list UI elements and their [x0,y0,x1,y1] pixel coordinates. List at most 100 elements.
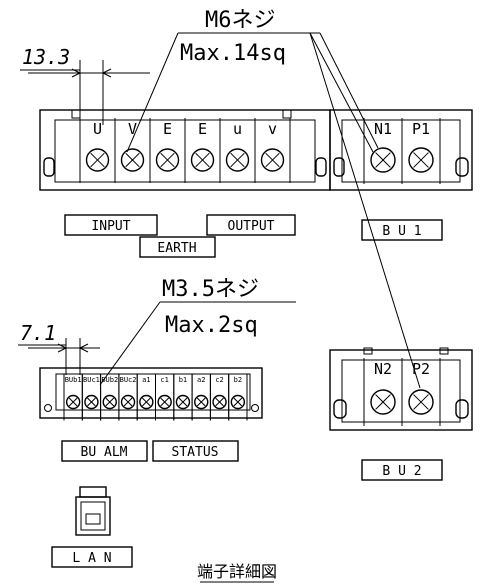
screw-icon [230,394,246,410]
leader-bu2 [309,32,421,389]
terminal-label: P1 [412,120,430,138]
bu-alm-label: BU ALM [81,445,128,460]
screw-icon [225,148,250,172]
signal-terminal: a1 [136,374,156,421]
bu1-label: B U 1 [382,224,421,239]
bu1-terminal: N1 [363,118,403,184]
terminal-label: b1 [179,376,187,384]
signal-wire-label: Max.2sq [165,313,258,338]
signal-pitch-dimension: 7.1 [18,321,100,375]
bu2-label: B U 2 [382,464,421,479]
bu2-box [361,459,443,481]
lan-box [51,546,133,568]
figure-caption: 端子詳細図 [197,562,277,581]
signal-block-body [39,367,263,419]
earth-label: EARTH [157,241,196,256]
terminal-label: a2 [197,376,205,384]
screw-icon [194,394,209,410]
leader-signal [99,301,161,386]
screw-icon [84,394,99,410]
signal-screw-callout: M3.5ネジ Max.2sq [99,277,296,386]
signal-terminal: BUb1 [63,374,83,421]
terminal-label: BUb2 [101,376,118,384]
main-terminal: E [184,118,221,183]
signal-terminal: b2 [228,374,248,421]
bu1-terminal: P1 [401,118,441,184]
lan-label: L A N [72,551,111,566]
main-screw-label: M6ネジ [205,8,276,33]
input-box [64,214,158,236]
terminal-label: c2 [215,376,223,384]
signal-terminal: b1 [173,374,193,421]
main-terminal: u [219,118,256,183]
output-label: OUTPUT [228,219,275,234]
main-terminal: E [149,118,186,183]
bu1-terminal-block: N1 P1 B U 1 [329,109,473,241]
main-wire-label: Max.14sq [180,41,286,66]
screw-icon [139,394,154,410]
screw-icon [260,148,285,172]
terminal-label: v [268,120,277,138]
terminal-label: BUb1 [65,376,82,384]
terminal-label: E [198,120,207,138]
signal-screw-label: M3.5ネジ [162,277,259,302]
main-terminal: V [114,118,151,183]
main-terminal: v [254,118,291,183]
screw-icon [408,147,434,173]
screw-icon [408,389,434,415]
terminal-label: c1 [160,376,168,384]
lan-port: L A N [51,486,133,568]
bu2-terminal: P2 [401,358,441,426]
terminal-label: P2 [412,360,430,378]
main-group-labels: INPUT EARTH OUTPUT [64,214,296,258]
signal-terminal: c2 [209,374,230,421]
lan-latch [79,486,107,498]
output-box [206,214,296,236]
screw-icon [190,148,215,172]
screw-icon [157,394,172,410]
screw-icon [370,389,396,415]
bu2-terminal-block: N2 P2 B U 2 [329,347,473,481]
bu1-box [361,219,443,241]
status-label: STATUS [172,445,219,460]
signal-terminal: c1 [155,374,175,421]
screw-icon [155,148,180,172]
leader-bu1 [309,32,374,153]
signal-terminal: a2 [191,374,211,421]
screw-icon [120,394,136,410]
terminal-label: N1 [374,120,392,138]
leader-main [126,32,179,153]
terminal-label: V [128,120,137,138]
main-terminal: U [79,118,116,183]
terminal-label: a1 [142,376,150,384]
main-screw-callout: M6ネジ Max.14sq [126,8,421,389]
terminal-label: E [163,120,172,138]
signal-terminal: BUc1 [81,374,102,421]
input-label: INPUT [91,219,130,234]
status-box [152,440,239,462]
screw-icon [65,394,81,410]
screw-icon [212,394,227,410]
caption-group: 端子詳細図 [197,562,277,583]
terminal-label: N2 [374,360,392,378]
terminal-label: b2 [234,376,242,384]
main-pitch-dimension: 13.3 [20,45,150,125]
terminal-label: u [233,120,242,138]
bu-alm-box [61,440,148,462]
terminal-label: U [93,120,102,138]
signal-group-labels: BU ALM STATUS [61,440,239,462]
screw-icon [102,394,117,410]
lan-jack-outline [75,496,111,536]
signal-terminal: BUc2 [118,374,138,421]
earth-box [139,236,216,258]
terminal-label: BUc1 [83,376,100,384]
screw-icon [370,147,396,173]
screw-icon [120,148,145,172]
bu2-terminal: N2 [363,358,403,426]
screw-icon [85,148,110,172]
main-pitch-label: 13.3 [22,45,70,69]
bu1-body [329,109,473,191]
